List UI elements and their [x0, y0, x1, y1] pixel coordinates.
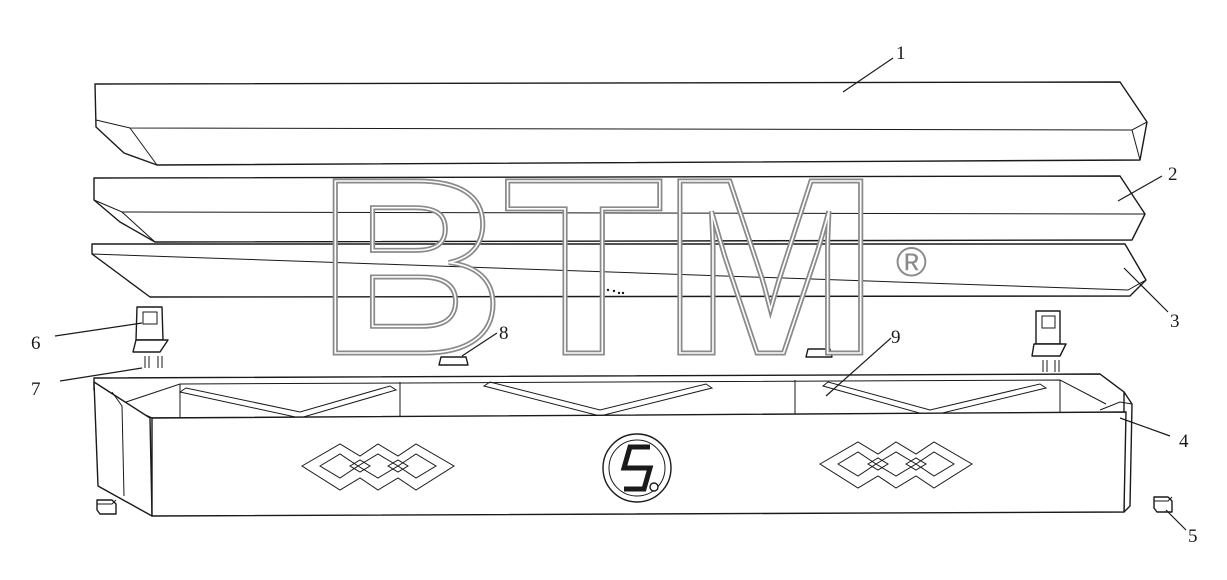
part-6-latch-bracket-right — [1031, 310, 1067, 372]
manufacturer-logo-emblem — [602, 433, 672, 503]
callout-labels: 1 2 3 4 5 6 7 8 9 — [31, 43, 1198, 547]
part-2-middle-pad — [93, 175, 1146, 243]
part-1-top-cushion — [94, 81, 1148, 166]
leader-lines — [54, 57, 1187, 531]
btm-watermark: BTM BTM ® — [316, 125, 928, 409]
callout-3: 3 — [1170, 311, 1180, 332]
callout-6: 6 — [31, 333, 41, 354]
diamond-chain-ornament-left — [301, 443, 455, 491]
watermark-text: BTM — [318, 127, 878, 406]
callout-4: 4 — [1179, 431, 1189, 452]
registered-mark: ® — [896, 238, 927, 285]
callout-5: 5 — [1188, 526, 1198, 547]
part-5-foot-right — [1153, 496, 1173, 513]
part-6-latch-bracket-left — [132, 306, 169, 368]
watermark-text-inner: BTM — [318, 127, 878, 406]
callout-2: 2 — [1168, 164, 1178, 185]
callout-1: 1 — [896, 43, 906, 64]
part-5-foot-left — [96, 499, 117, 515]
diamond-chain-ornament-right — [819, 441, 973, 489]
callout-8: 8 — [499, 323, 509, 344]
callout-7: 7 — [31, 379, 41, 400]
callout-9: 9 — [891, 327, 901, 348]
detail-dots — [606, 288, 625, 295]
